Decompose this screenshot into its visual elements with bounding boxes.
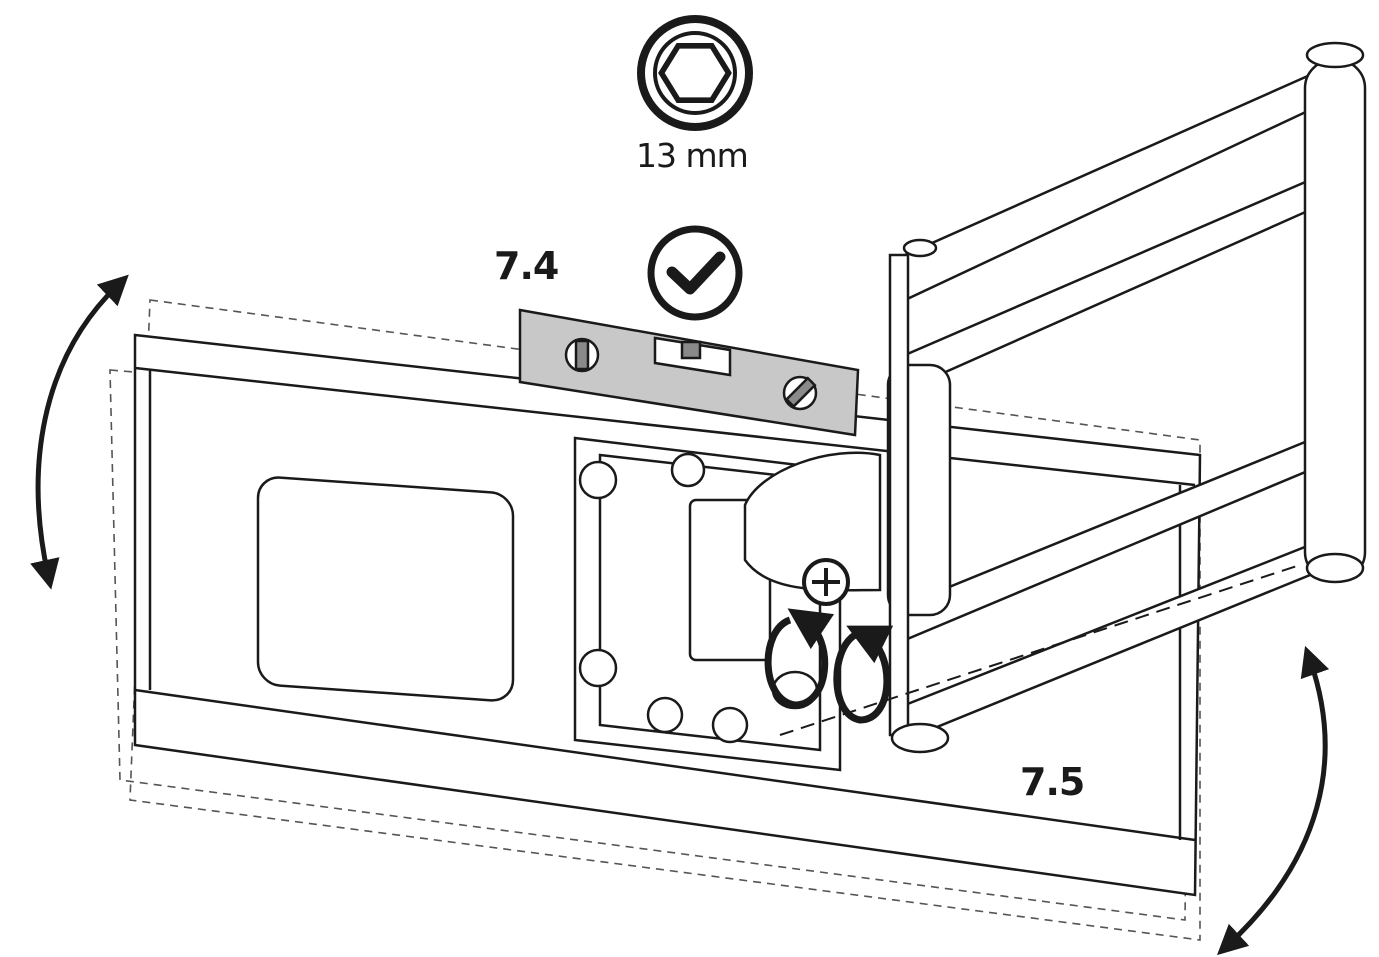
hex-socket-icon (637, 15, 753, 131)
tilt-arrow-right-icon (1216, 645, 1330, 956)
bracket-bolt-top-left (578, 460, 618, 500)
tighten-bolt-rotation-icon (764, 608, 894, 724)
step-label-7-4: 7.4 (494, 244, 559, 288)
checkmark-circle-icon (647, 225, 743, 321)
tool-size-label: 13 mm (636, 136, 749, 175)
bracket-nut-lower-2 (711, 706, 749, 744)
bracket-nut-top (670, 452, 706, 488)
bracket-nut-lower-1 (646, 696, 684, 734)
plate-cutout (256, 476, 515, 702)
articulating-arm (743, 41, 1367, 754)
step-label-7-5: 7.5 (1020, 760, 1085, 804)
spirit-level (518, 308, 860, 437)
arm-hinge-post-right (1303, 58, 1367, 582)
bracket-bolt-bottom-left (578, 648, 618, 688)
tilt-arrow-left-icon (30, 274, 129, 590)
plus-circle-icon (802, 558, 850, 606)
